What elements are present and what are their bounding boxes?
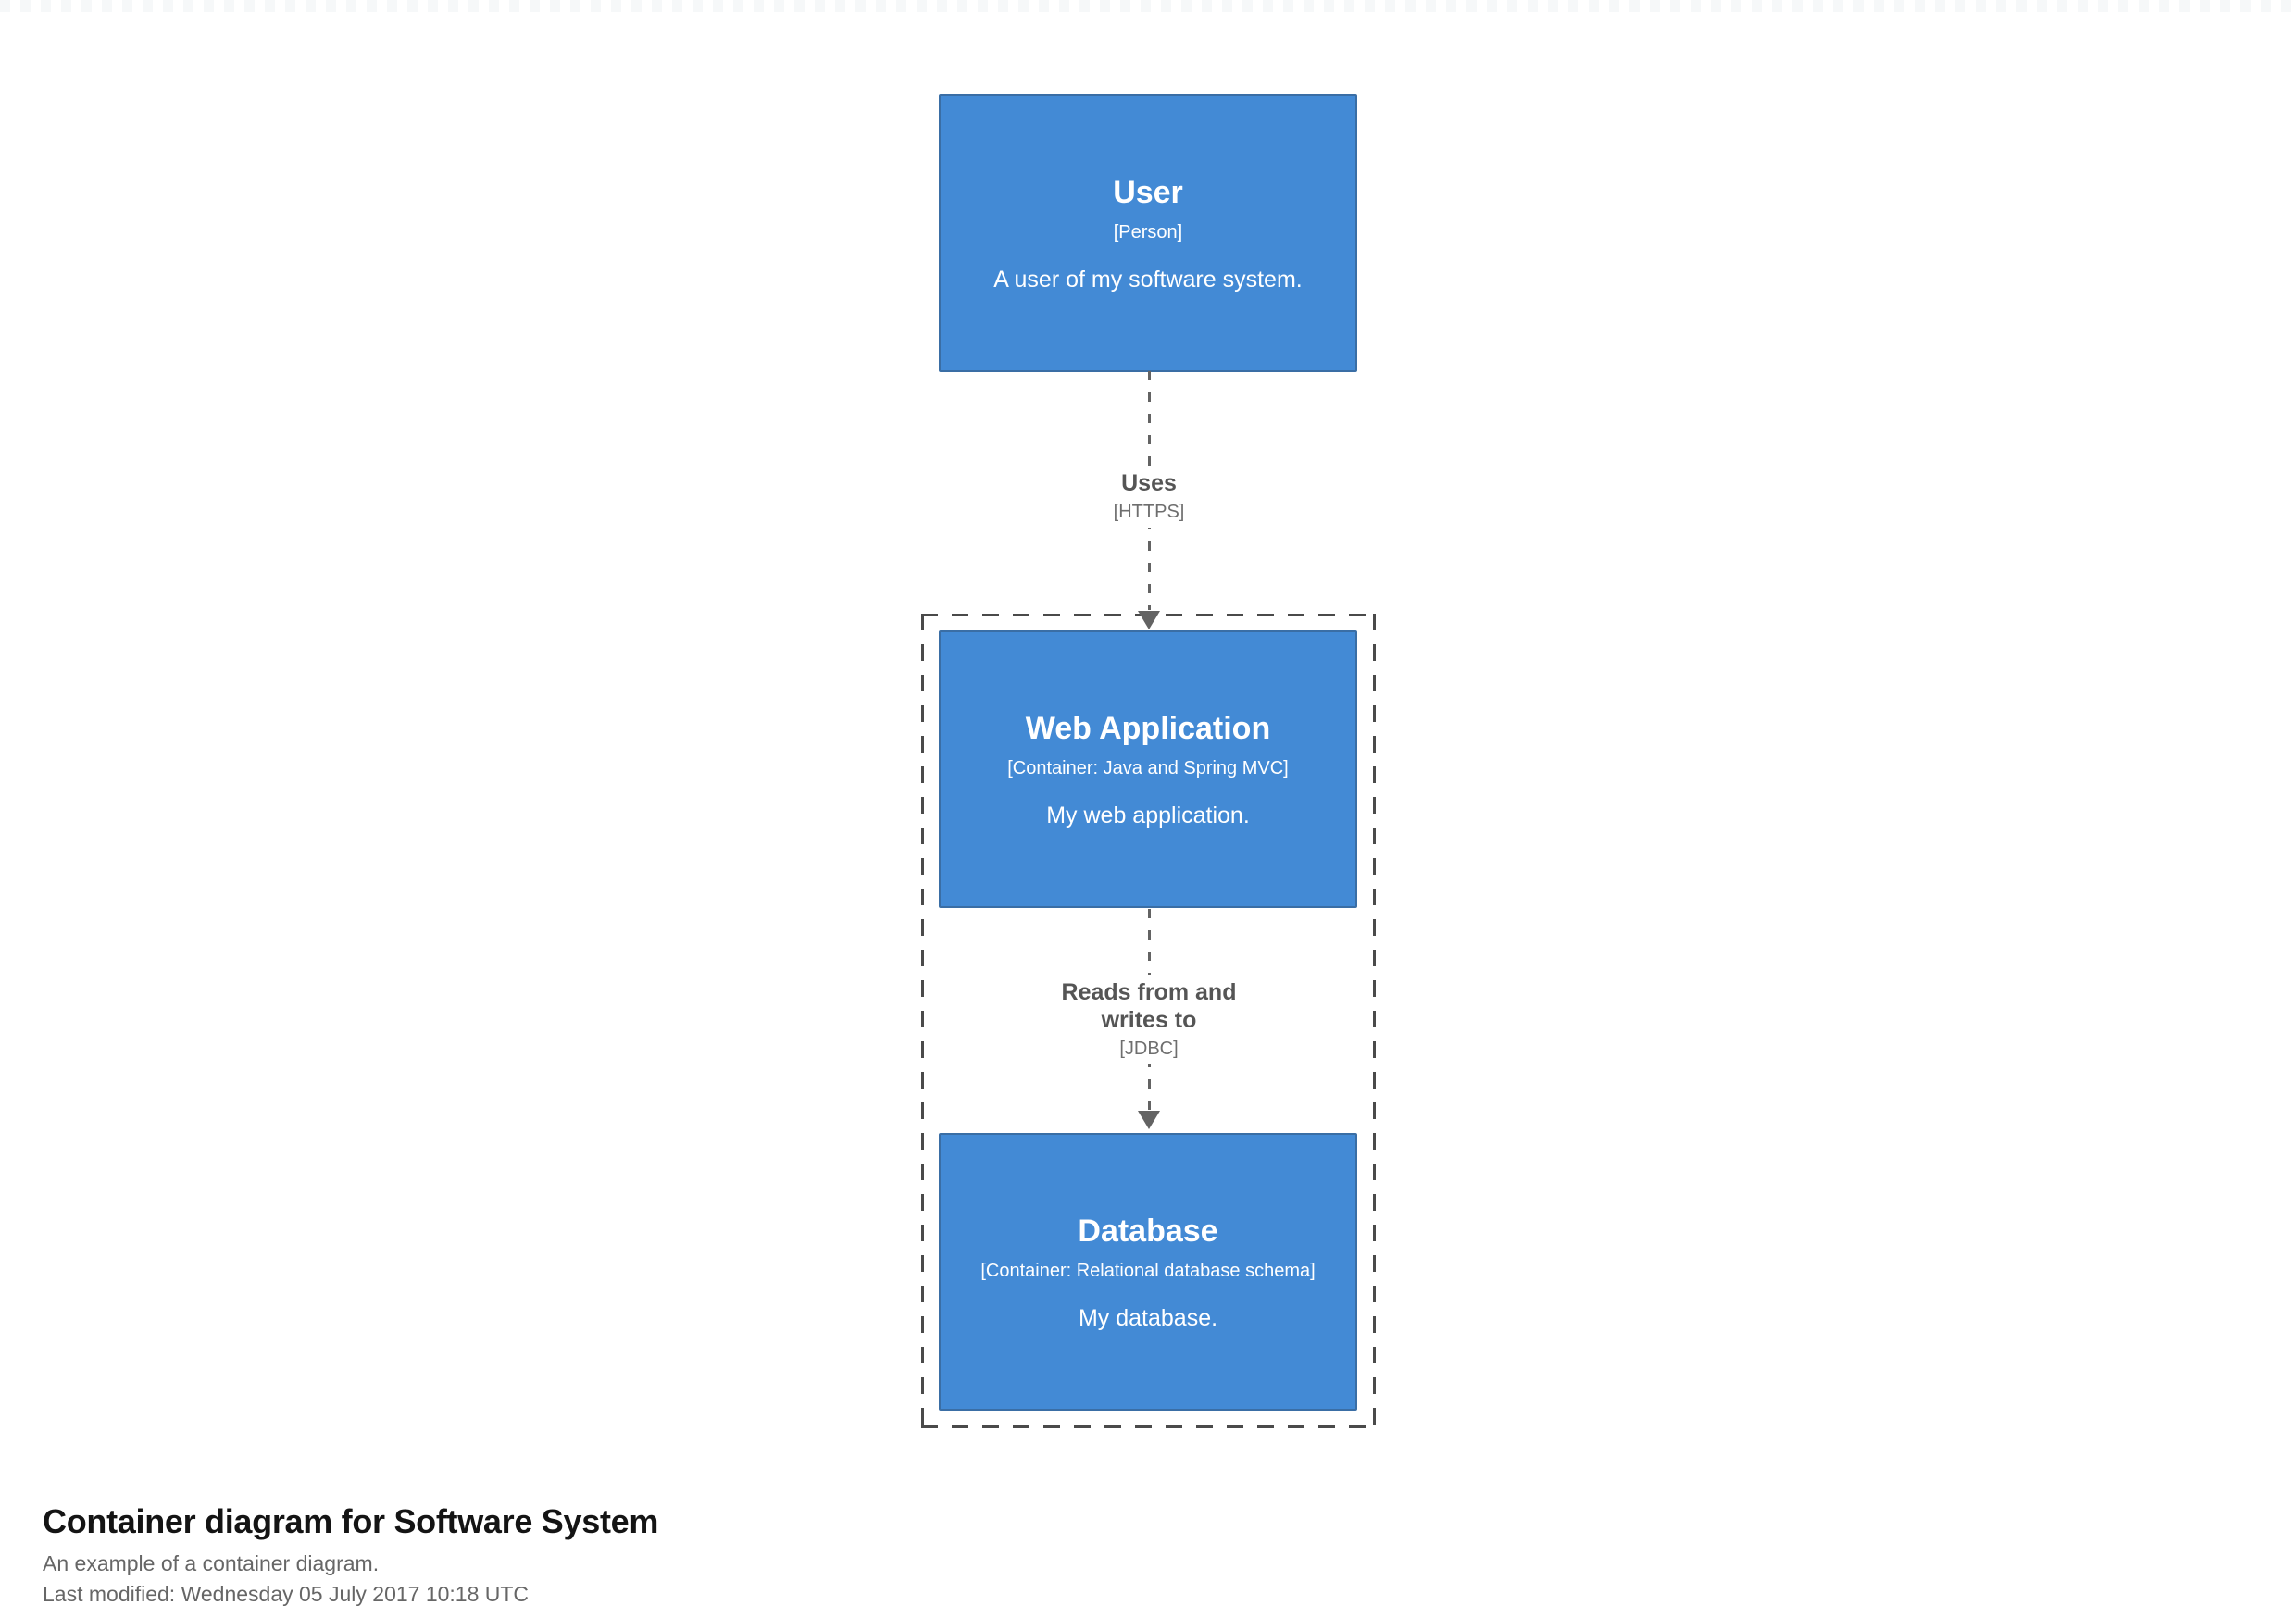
boundary-edge-right	[1373, 614, 1376, 1428]
relationship-technology: [HTTPS]	[1113, 502, 1185, 522]
relationship-arrowhead-webapp-database	[1138, 1111, 1160, 1129]
page-boundary-top-dashes	[0, 0, 2296, 12]
element-database-metadata: [Container: Relational database schema]	[980, 1261, 1316, 1281]
diagram-title: Container diagram for Software System	[43, 1502, 659, 1540]
diagram-caption: Container diagram for Software System An…	[43, 1501, 658, 1610]
diagram-last-modified: Last modified: Wednesday 05 July 2017 10…	[43, 1582, 530, 1606]
element-web-application-metadata: [Container: Java and Spring MVC]	[1007, 758, 1289, 778]
element-database[interactable]: Database [Container: Relational database…	[939, 1133, 1357, 1411]
element-user-title: User	[1113, 175, 1183, 210]
relationship-label-user-webapp: Uses [HTTPS]	[1102, 466, 1196, 528]
relationship-name: Uses	[1121, 470, 1177, 496]
element-web-application-title: Web Application	[1025, 711, 1271, 746]
element-user-description: A user of my software system.	[993, 267, 1303, 292]
element-user-metadata: [Person]	[1113, 222, 1183, 243]
element-user[interactable]: User [Person] A user of my software syst…	[939, 94, 1357, 372]
element-database-description: My database.	[1078, 1305, 1218, 1331]
relationship-technology: [JDBC]	[1119, 1039, 1179, 1059]
relationship-arrowhead-user-webapp	[1138, 611, 1160, 629]
relationship-label-webapp-database: Reads from and writes to [JDBC]	[1050, 975, 1248, 1064]
element-web-application[interactable]: Web Application [Container: Java and Spr…	[939, 630, 1357, 908]
diagram-description: An example of a container diagram.	[43, 1551, 380, 1575]
boundary-edge-left	[921, 614, 924, 1428]
relationship-name-line1: Reads from and	[1061, 979, 1237, 1005]
element-database-title: Database	[1078, 1214, 1218, 1249]
element-web-application-description: My web application.	[1046, 803, 1250, 828]
relationship-name-line2: writes to	[1101, 1007, 1197, 1033]
boundary-edge-bottom	[921, 1425, 1376, 1428]
